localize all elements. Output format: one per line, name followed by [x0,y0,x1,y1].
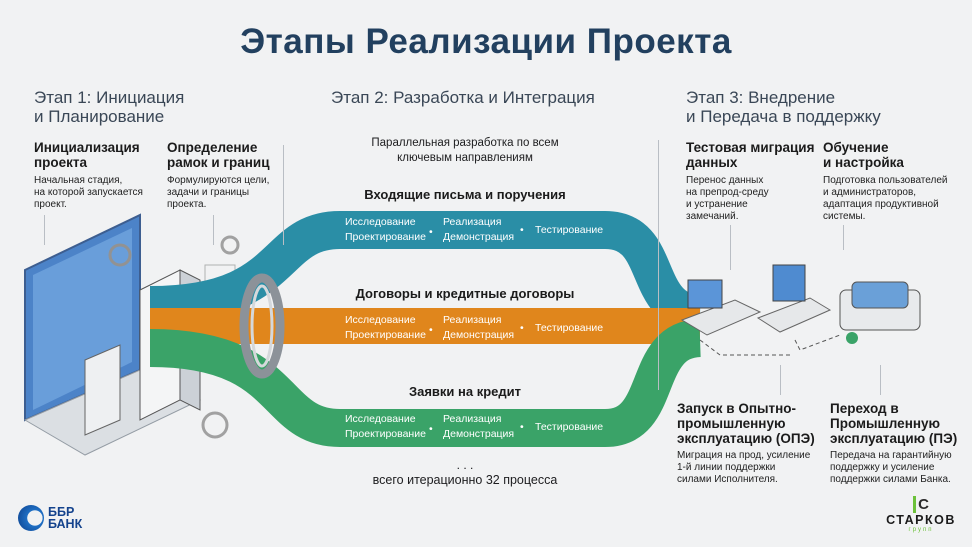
item-heading: промышленную [677,416,786,431]
step-testing: Тестирование [535,224,604,236]
step-testing: Тестирование [535,421,604,433]
step-implementation: Реализация [443,216,502,228]
step-demo: Демонстрация [443,329,515,341]
item-desc: проект. [34,199,67,210]
step-design: Проектирование [345,329,426,341]
stage-1-title: Этап 1: Инициация и Планирование [34,88,184,126]
stage-3-item-3: Запуск в Опытно- промышленную эксплуатац… [677,401,815,486]
item-desc: проекта. [167,199,207,210]
item-desc: поддержку и усиление [830,462,935,473]
stage-3-title: Этап 3: Внедрение и Передача в поддержку [686,88,881,126]
stage-1-title-line: и Планирование [34,107,165,126]
starkov-c-icon: С [878,496,964,513]
item-desc: на препрод-среду [686,187,769,198]
item-desc: 1-й линии поддержки [677,462,776,473]
stream-label-3: Заявки на кредит [408,384,522,399]
item-desc: Начальная стадия, [34,175,123,186]
step-demo: Демонстрация [443,231,515,243]
item-heading: Определение [167,140,258,155]
item-desc: адаптация продуктивной [823,199,939,210]
deployment-illustration [680,264,921,356]
step-demo: Демонстрация [443,428,515,440]
bullet-icon: • [520,421,524,433]
item-heading: Переход в [830,401,899,416]
item-desc: Передача на гарантийную [830,450,952,461]
stage-1-item-2: Определение рамок и границ Формулируются… [167,140,270,211]
item-heading: эксплуатацию (ОПЭ) [677,431,815,446]
stage-2-intro: Параллельная разработка по всем ключевым… [330,136,600,166]
item-desc: Миграция на прод, усиление [677,450,811,461]
stage-3-title-line: Этап 3: Внедрение [686,88,836,107]
stage-3-title-line: и Передача в поддержку [686,107,881,126]
bank-name: БАНК [48,517,83,531]
partner-name: СТАРКОВ [886,513,956,527]
bullet-icon: • [429,226,433,238]
item-heading: Запуск в Опытно- [677,401,797,416]
step-design: Проектирование [345,231,426,243]
step-research: Исследование [345,314,416,326]
bbr-bank-logo: ББР БАНК [18,505,82,531]
stage-1-title-line: Этап 1: Инициация [34,88,185,107]
step-implementation: Реализация [443,413,502,425]
stage-2-title: Этап 2: Разработка и Интеграция [331,88,595,107]
item-desc: и устранение [686,199,748,210]
item-desc: замечаний. [686,211,739,222]
item-desc: на которой запускается [34,187,143,198]
item-heading: данных [686,155,738,170]
stage-3-item-2: Обучение и настройка Подготовка пользова… [823,140,947,223]
item-desc: силами Исполнителя. [677,474,778,485]
item-heading: Обучение [823,140,889,155]
item-desc: Перенос данных [686,175,764,186]
step-design: Проектирование [345,428,426,440]
bullet-icon: • [429,324,433,336]
ellipsis: . . . [456,458,474,472]
bank-name: ББР [48,505,75,519]
bullet-icon: • [520,322,524,334]
step-testing: Тестирование [535,322,604,334]
item-heading: рамок и границ [167,155,270,170]
stage-1-item-1: Инициализация проекта Начальная стадия, … [34,140,143,211]
item-heading: Инициализация [34,140,140,155]
item-desc: и администраторов, [823,187,917,198]
bullet-icon: • [429,423,433,435]
stream-band-1 [149,211,703,333]
item-desc: Формулируются цели, [167,175,270,186]
intro-line: Параллельная разработка по всем [371,137,559,149]
stage-3-item-1: Тестовая миграция данных Перенос данных … [686,140,815,223]
step-research: Исследование [345,216,416,228]
item-heading: Тестовая миграция [686,140,815,155]
integration-ring [239,273,285,379]
bullet-icon: • [520,224,524,236]
item-heading: проекта [34,155,88,170]
starkov-logo: С СТАРКОВ групп [878,496,964,533]
step-research: Исследование [345,413,416,425]
intro-line: ключевым направлениям [397,152,533,164]
item-desc: поддержки силами Банка. [830,474,951,485]
item-heading: эксплуатацию (ПЭ) [830,431,958,446]
page-title: Этапы Реализации Проекта [240,22,732,61]
item-desc: системы. [823,211,866,222]
process-count: всего итерационно 32 процесса [372,473,558,487]
item-desc: Подготовка пользователей [823,175,948,186]
bank-logo-icon [18,505,44,531]
stream-band-3 [149,319,703,447]
stream-label-2: Договоры и кредитные договоры [355,286,575,301]
item-desc: задачи и границы [167,187,250,198]
stream-label-1: Входящие письма и поручения [364,187,566,202]
partner-sub: групп [908,527,934,533]
item-heading: Промышленную [830,416,941,431]
stage-3-item-4: Переход в Промышленную эксплуатацию (ПЭ)… [830,401,957,486]
item-heading: и настройка [823,155,904,170]
step-implementation: Реализация [443,314,502,326]
